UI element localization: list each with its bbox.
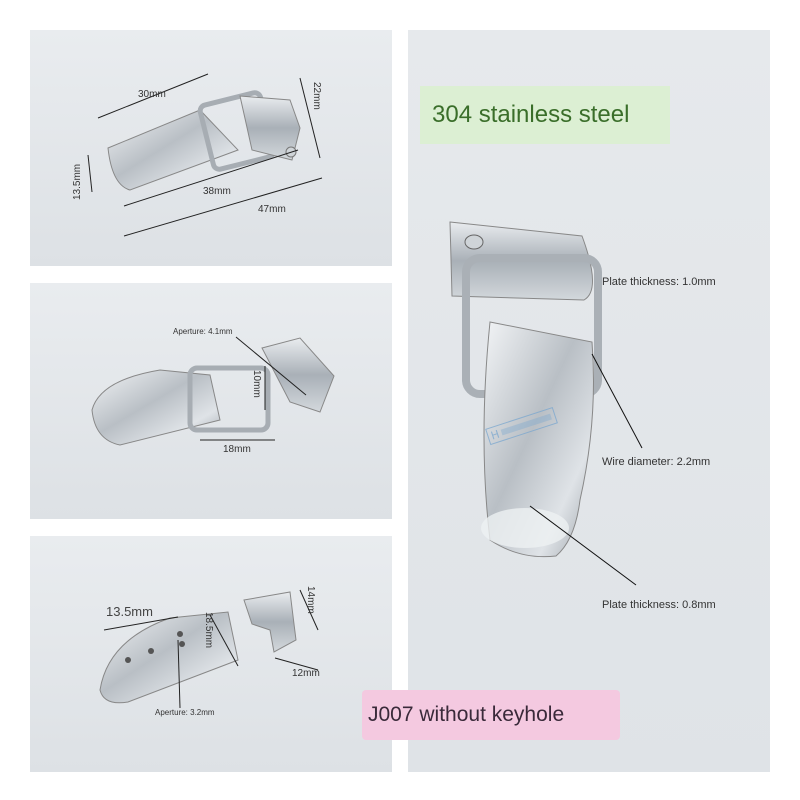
dimension-label-hole-spacing: 13.5mm: [106, 604, 153, 619]
plate-thickness-top-label: Plate thickness: 1.0mm: [602, 276, 716, 288]
brand-watermark: H: [485, 407, 558, 448]
dimension-label-height-left: 13.5mm: [72, 163, 83, 200]
watermark-logo-icon: H: [485, 407, 558, 446]
latch-closeup: [449, 221, 602, 558]
aperture-label-bottom: Aperture: 3.2mm: [155, 708, 215, 717]
plate-thickness-bottom-label: Plate thickness: 0.8mm: [602, 599, 716, 611]
latch-photo-3: [99, 591, 297, 704]
dimension-label-length-mid: 38mm: [203, 186, 231, 197]
latch-photo-1: [107, 90, 301, 191]
dimension-label-length-total: 47mm: [258, 204, 286, 215]
dimension-label-width-middle: 18mm: [223, 444, 251, 455]
dimension-label-width-bottom: 18.5mm: [203, 612, 214, 649]
dimension-lines-3: [103, 589, 319, 709]
svg-text:H: H: [489, 428, 501, 443]
dimension-label-width-top: 30mm: [138, 89, 166, 100]
callout-lines: [529, 353, 643, 586]
dimension-label-gap: 10mm: [251, 370, 262, 398]
dimension-lines-2: [200, 336, 307, 441]
wire-diameter-label: Wire diameter: 2.2mm: [602, 456, 711, 468]
dimension-label-hook-width: 12mm: [292, 668, 320, 679]
dimension-label-height-right: 22mm: [311, 82, 322, 110]
material-label: 304 stainless steel: [420, 86, 670, 144]
dimension-lines-1: [87, 73, 323, 237]
aperture-label-middle: Aperture: 4.1mm: [173, 327, 233, 336]
dimension-label-hook-height: 14mm: [305, 586, 316, 614]
latch-photo-2: [91, 337, 335, 446]
model-label: J007 without keyhole: [362, 690, 620, 740]
